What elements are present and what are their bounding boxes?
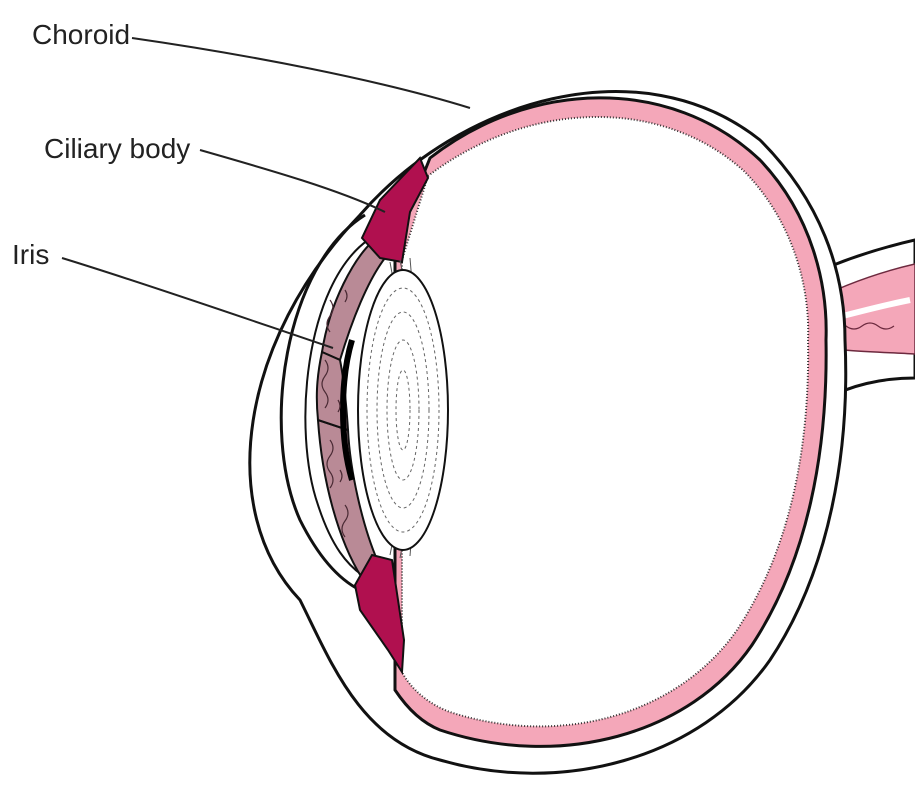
choroid-label: Choroid (32, 19, 130, 50)
choroid-leader-line (132, 38, 470, 108)
ciliary-body-leader-line (200, 150, 385, 212)
lens (358, 270, 448, 550)
iris-leader-line (62, 258, 333, 348)
iris-label: Iris (12, 239, 49, 270)
ciliary-body-label: Ciliary body (44, 133, 190, 164)
